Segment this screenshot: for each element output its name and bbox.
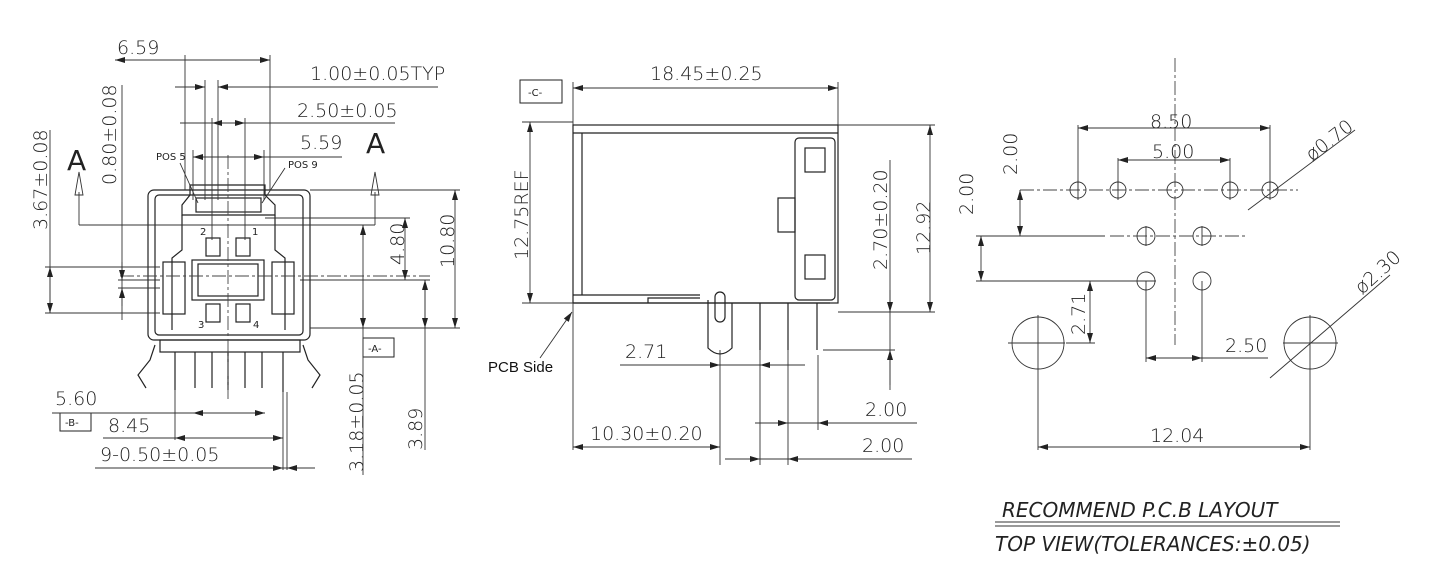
dim-12-04: 12.04 — [1150, 425, 1204, 447]
pin-number-label: 3 — [198, 320, 204, 331]
dim-pin-width: 9-0.50±0.05 — [100, 444, 219, 466]
pcb-side-label: PCB Side — [488, 359, 553, 376]
pcb-layout-view: 8.50 5.00 ø0.70 ø2.30 2.00 2.00 2.71 2.5… — [956, 58, 1405, 556]
pos5-label: POS 5 — [156, 152, 186, 163]
dim-2-50: 2.50 — [1225, 335, 1267, 357]
dim-0-80: 0.80±0.08 — [99, 84, 121, 185]
datum-a-label: -A- — [368, 344, 382, 355]
side-view: -C- 18.45±0.25 12.75REF 2.70±0.20 12.92 … — [488, 63, 935, 465]
dim-5-60: 5.60 — [55, 388, 97, 410]
dim-2-70: 2.70±0.20 — [870, 169, 892, 270]
connector-side-body — [572, 124, 839, 355]
dim-4-80: 4.80 — [387, 223, 409, 265]
dim-6-59: 6.59 — [117, 37, 159, 59]
dim-5-59: 5.59 — [300, 132, 342, 154]
dim-2-00-a: 2.00 — [1000, 133, 1022, 175]
dim-3-89: 3.89 — [405, 408, 427, 450]
dim-2-71: 2.71 — [1068, 293, 1090, 335]
pin-number-label: 1 — [252, 227, 258, 238]
dim-18-45: 18.45±0.25 — [650, 63, 763, 85]
dim-hole-0-70: ø0.70 — [1302, 115, 1358, 166]
dim-2-00-b: 2.00 — [862, 435, 904, 457]
dim-2-00-a: 2.00 — [865, 399, 907, 421]
dim-12-92: 12.92 — [913, 201, 935, 255]
pcb-layout-title: RECOMMEND P.C.B LAYOUT — [1002, 498, 1279, 522]
connector-front-body — [120, 155, 430, 400]
datum-c-box — [519, 79, 563, 104]
pos9-label: POS 9 — [288, 160, 318, 171]
dim-3-67: 3.67±0.08 — [30, 129, 52, 230]
section-label-a: A — [67, 144, 86, 177]
dim-10-80: 10.80 — [437, 214, 459, 268]
section-line — [78, 192, 376, 226]
dim-8-50: 8.50 — [1150, 111, 1192, 133]
dim-10-30: 10.30±0.20 — [590, 423, 703, 445]
pcb-holes — [1008, 180, 1338, 450]
dim-hole-2-30: ø2.30 — [1351, 246, 1406, 298]
dim-3-18: 3.18±0.05 — [346, 371, 368, 472]
front-view: 2 1 3 4 POS 5 POS 9 A A 6.59 1.00±0.05TY… — [30, 37, 460, 475]
pin-number-label: 4 — [253, 320, 259, 331]
datum-b-label: -B- — [65, 418, 79, 429]
pcb-layout-subtitle: TOP VIEW(TOLERANCES:±0.05) — [995, 532, 1311, 556]
dim-8-45: 8.45 — [108, 415, 150, 437]
pin-number-label: 2 — [200, 227, 206, 238]
datum-c-label: -C- — [528, 88, 543, 99]
dim-2-50: 2.50±0.05 — [297, 100, 398, 122]
dim-pitch-typ: 1.00±0.05TYP — [310, 63, 445, 85]
pins — [174, 352, 284, 392]
dim-2-00-b: 2.00 — [956, 173, 978, 215]
dim-2-71: 2.71 — [625, 341, 667, 363]
section-label-a: A — [366, 127, 385, 160]
